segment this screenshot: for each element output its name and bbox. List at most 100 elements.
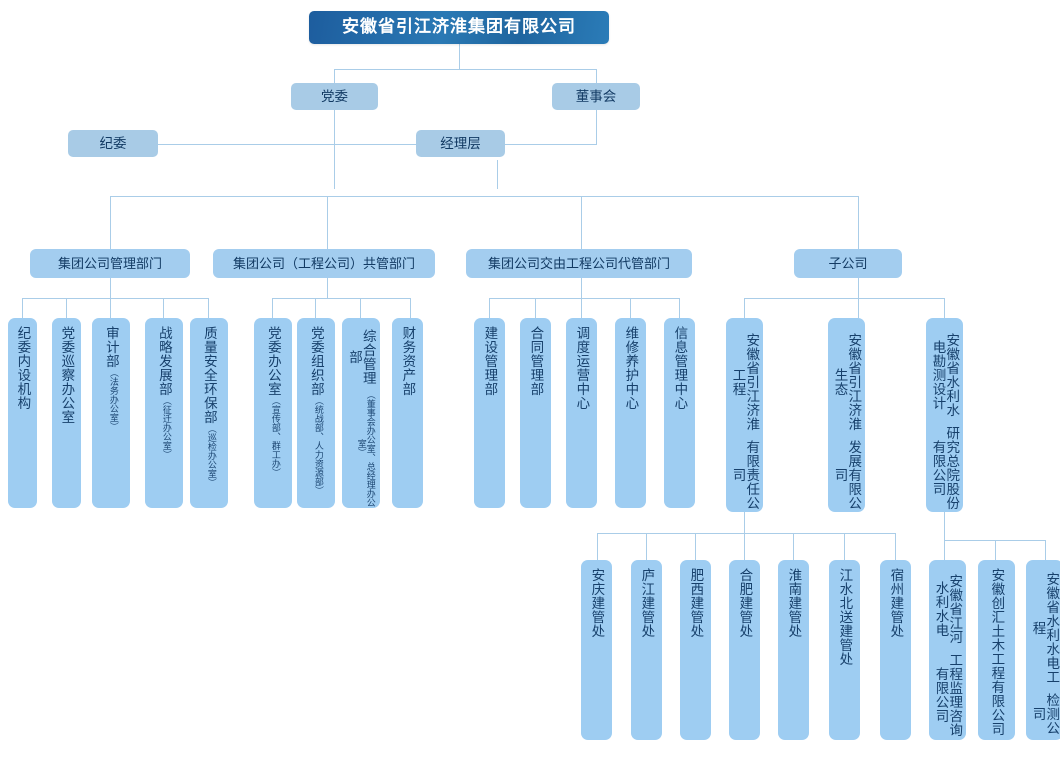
connector-to-party (334, 69, 335, 83)
leaf-branch-feixi[interactable]: 肥西建管处 (680, 560, 711, 740)
connector-level2-bus (334, 69, 596, 70)
leaf-dept-audit[interactable]: 审计部 （法务办公室） (92, 318, 130, 508)
leaf-text: 庐江建管处 (639, 568, 655, 638)
connector-g1-c4 (163, 298, 164, 318)
connector-g3-c3 (581, 298, 582, 318)
connector-g2-c2 (315, 298, 316, 318)
root-label: 安徽省引江济淮集团有限公司 (342, 17, 576, 37)
leaf-text: 党委组织部 （统战部、人力资源部） (308, 326, 324, 495)
connector-group-1 (110, 196, 111, 249)
group-header-subsidiaries-label: 子公司 (828, 255, 868, 271)
leaf-text: 质量安全环保部 （巡检办公室） (201, 326, 217, 487)
connector-g4-c2 (858, 298, 859, 318)
leaf-text: 安徽省水利水电工程 检测公司 (1030, 571, 1060, 735)
leaf-dept-general-management[interactable]: 综合管理部 （董事会办公室、总经理办公室） (342, 318, 380, 508)
connector-eng-b1 (597, 533, 598, 560)
node-management-layer-label: 经理层 (440, 135, 481, 151)
root-node[interactable]: 安徽省引江济淮集团有限公司 (309, 11, 609, 44)
leaf-di-testing[interactable]: 安徽省水利水电工程 检测公司 (1026, 560, 1060, 740)
leaf-text: 江水北送建管处 (837, 568, 853, 666)
leaf-dept-dispatch-operation-center[interactable]: 调度运营中心 (566, 318, 597, 508)
connector-g4-c3 (944, 298, 945, 318)
group-header-subsidiaries[interactable]: 子公司 (794, 249, 902, 278)
connector-g1-c3 (110, 298, 111, 318)
leaf-di-chuanghui[interactable]: 安徽创汇土木工程 有限公司 (978, 560, 1015, 740)
leaf-text: 安庆建管处 (589, 568, 605, 638)
connector-g3-down (581, 278, 582, 298)
connector-g3-bus (489, 298, 679, 299)
leaf-dept-strategy-development[interactable]: 战略发展部 （征迁办公室） (145, 318, 183, 508)
connector-g4-down (858, 278, 859, 298)
leaf-branch-suzhou[interactable]: 宿州建管处 (880, 560, 911, 740)
group-header-delegated-departments-label: 集团公司交由工程公司代管部门 (487, 255, 670, 271)
leaf-branch-hefei[interactable]: 合肥建管处 (729, 560, 760, 740)
leaf-dept-information-center[interactable]: 信息管理中心 (664, 318, 695, 508)
leaf-text: 安徽省引江济淮工程 有限责任公司 (730, 332, 760, 510)
connector-g3-c4 (630, 298, 631, 318)
leaf-dept-party-office[interactable]: 党委办公室 （宣传部、群工办） (254, 318, 292, 508)
leaf-sub-design-institute[interactable]: 安徽省水利水电勘测设计 研究总院股份有限公司 (926, 318, 963, 512)
leaf-dept-quality-safety-environment[interactable]: 质量安全环保部 （巡检办公室） (190, 318, 228, 508)
leaf-dept-maintenance-center[interactable]: 维修养护中心 (615, 318, 646, 508)
connector-di-down (944, 512, 945, 560)
leaf-sub-engineering-co[interactable]: 安徽省引江济淮工程 有限责任公司 (726, 318, 763, 512)
connector-eng-down (744, 512, 745, 560)
connector-g2-c4 (410, 298, 411, 318)
leaf-text: 安徽创汇土木工程 有限公司 (989, 568, 1005, 736)
connector-discipline-manager (158, 144, 416, 145)
leaf-di-supervision[interactable]: 安徽省江河水利水电 工程监理咨询有限公司 (929, 560, 966, 740)
node-board-of-directors-label: 董事会 (575, 88, 617, 104)
node-board-of-directors[interactable]: 董事会 (552, 83, 640, 110)
connector-group-4 (858, 196, 859, 249)
leaf-text: 淮南建管处 (786, 568, 802, 638)
node-discipline-commission[interactable]: 纪委 (68, 130, 158, 157)
node-management-layer[interactable]: 经理层 (416, 130, 505, 157)
leaf-text: 宿州建管处 (888, 568, 904, 638)
leaf-sub-ecology-co[interactable]: 安徽省引江济淮生态 发展有限公司 (828, 318, 865, 512)
group-header-management-departments[interactable]: 集团公司管理部门 (30, 249, 190, 278)
connector-g1-c2 (66, 298, 67, 318)
connector-eng-b3 (695, 533, 696, 560)
group-header-joint-departments[interactable]: 集团公司（工程公司）共管部门 (213, 249, 435, 278)
leaf-text: 战略发展部 （征迁办公室） (156, 326, 172, 459)
connector-g3-c1 (489, 298, 490, 318)
group-header-delegated-departments[interactable]: 集团公司交由工程公司代管部门 (466, 249, 692, 278)
connector-group-3 (581, 196, 582, 249)
connector-g2-c3 (360, 298, 361, 318)
leaf-text: 肥西建管处 (688, 568, 704, 638)
leaf-dept-construction-management[interactable]: 建设管理部 (474, 318, 505, 508)
connector-group-bus (110, 196, 858, 197)
leaf-text: 党委办公室 （宣传部、群工办） (265, 326, 281, 477)
leaf-branch-huainan[interactable]: 淮南建管处 (778, 560, 809, 740)
connector-g2-down (327, 278, 328, 298)
leaf-branch-jiangshuibeisong[interactable]: 江水北送建管处 (829, 560, 860, 740)
node-party-committee-label: 党委 (321, 88, 348, 104)
connector-g4-bus (744, 298, 944, 299)
connector-eng-b5 (844, 533, 845, 560)
leaf-text: 财务资产部 (400, 326, 416, 396)
leaf-text: 纪委内设机构 (15, 326, 31, 410)
leaf-text: 信息管理中心 (672, 326, 688, 410)
leaf-dept-finance-assets[interactable]: 财务资产部 (392, 318, 423, 508)
leaf-dept-party-inspection-office[interactable]: 党委巡察办公室 (52, 318, 81, 508)
connector-group-2 (327, 196, 328, 249)
connector-spine-lower (497, 160, 498, 189)
leaf-text: 建设管理部 (482, 326, 498, 396)
connector-eng-b6 (895, 533, 896, 560)
leaf-branch-lujiang[interactable]: 庐江建管处 (631, 560, 662, 740)
leaf-text: 安徽省水利水电勘测设计 研究总院股份有限公司 (930, 332, 960, 510)
node-discipline-commission-label: 纪委 (99, 135, 127, 151)
connector-root-down (459, 44, 460, 69)
group-header-joint-departments-label: 集团公司（工程公司）共管部门 (232, 255, 415, 271)
connector-to-board (596, 69, 597, 83)
leaf-dept-contract-management[interactable]: 合同管理部 (520, 318, 551, 508)
node-party-committee[interactable]: 党委 (291, 83, 378, 110)
leaf-dept-discipline-internal[interactable]: 纪委内设机构 (8, 318, 37, 508)
leaf-branch-anqing[interactable]: 安庆建管处 (581, 560, 612, 740)
leaf-dept-party-organization[interactable]: 党委组织部 （统战部、人力资源部） (297, 318, 335, 508)
connector-di-s3 (1045, 540, 1046, 560)
connector-g2-c1 (272, 298, 273, 318)
connector-g3-c5 (679, 298, 680, 318)
connector-eng-b4 (793, 533, 794, 560)
